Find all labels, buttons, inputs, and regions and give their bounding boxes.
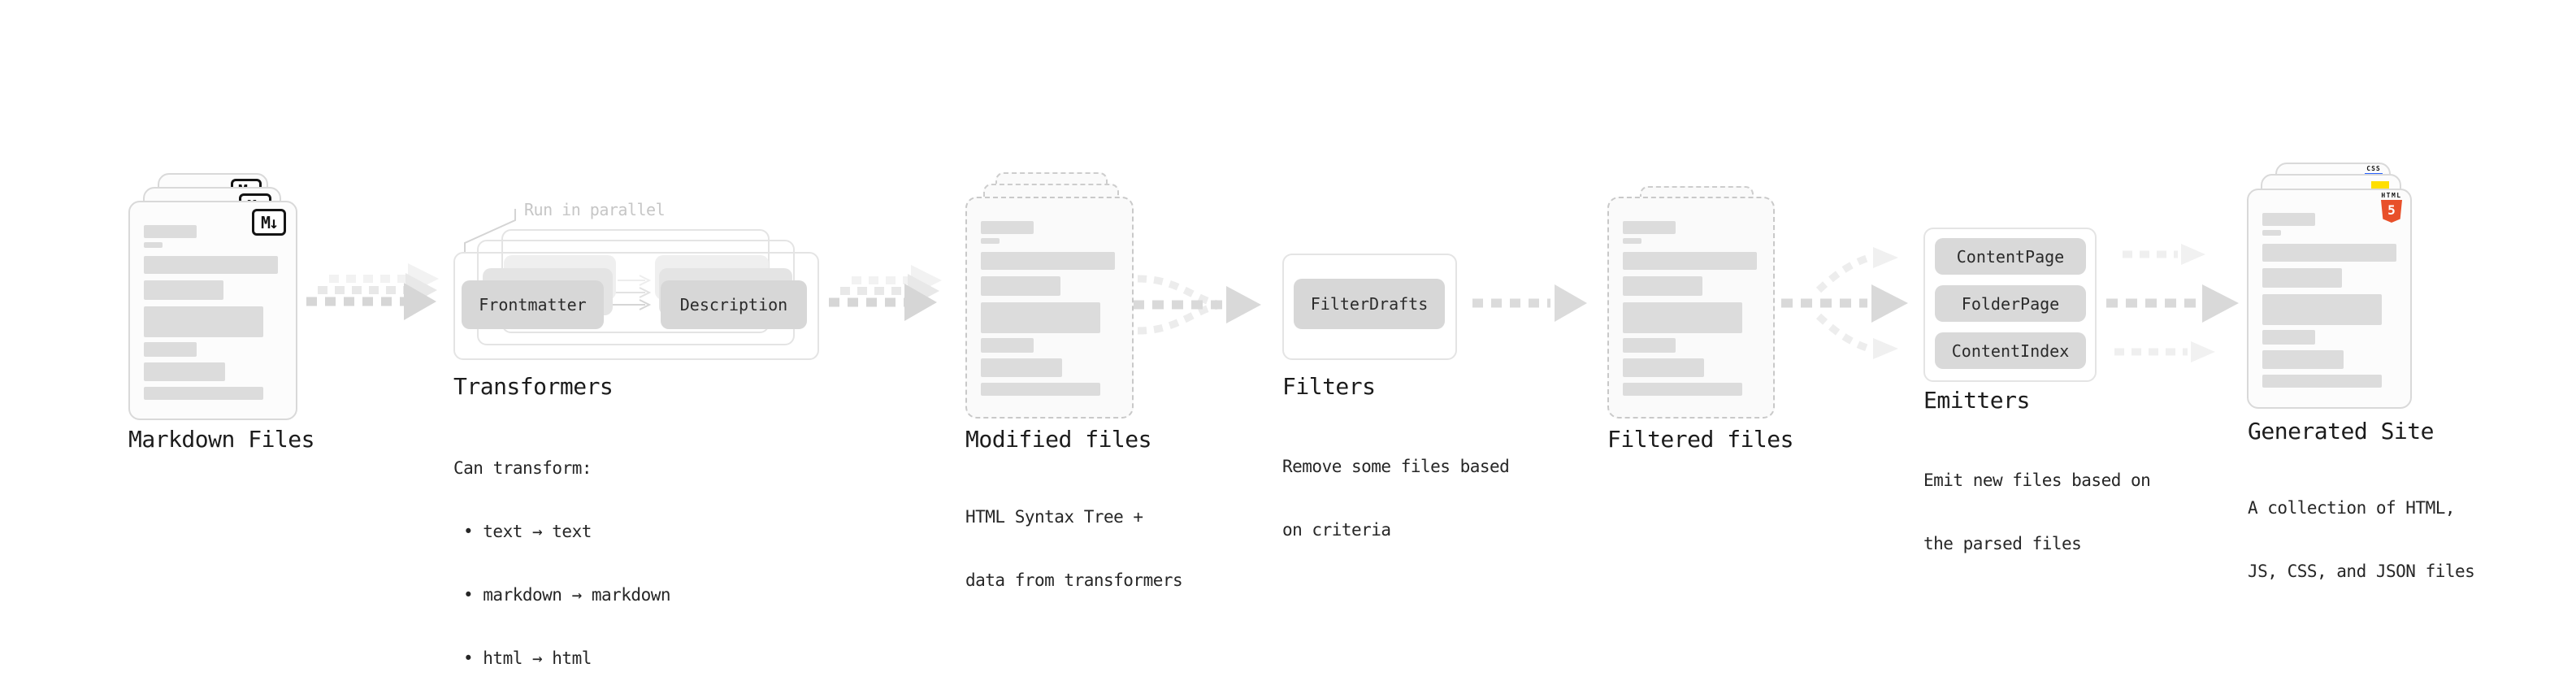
filters-description: Remove some files based on criteria: [1282, 414, 1510, 583]
desc-line: A collection of HTML,: [2248, 498, 2456, 518]
modified-files-label: Modified files: [965, 426, 1152, 453]
filters-outline: [1282, 254, 1457, 360]
doc-placeholder-bars: [1623, 198, 1773, 417]
arrow-filters-to-filtered: [1472, 284, 1587, 322]
transformers-label: Transformers: [453, 373, 614, 400]
doc-placeholder-bars: [981, 198, 1132, 417]
arrow-transformers-to-modified: [829, 265, 942, 321]
can-transform-title: Can transform:: [453, 458, 592, 478]
document-card-front: HTML 5: [2247, 189, 2412, 409]
desc-line: the parsed files: [1923, 534, 2082, 553]
arrow-emitters-to-site: [2106, 244, 2239, 362]
contentindex-box: ContentIndex: [1935, 332, 2086, 369]
run-in-parallel-callout-line: [464, 209, 516, 254]
doc-placeholder-bars: [2262, 190, 2410, 407]
desc-line: Remove some files based: [1282, 457, 1510, 476]
document-card-front: M↓: [128, 201, 297, 420]
folderpage-box: FolderPage: [1935, 285, 2086, 322]
markdown-files-label: Markdown Files: [128, 426, 315, 453]
modified-files-description: HTML Syntax Tree + data from transformer…: [965, 464, 1183, 633]
doc-placeholder-bars: [144, 202, 296, 419]
desc-line: Emit new files based on: [1923, 471, 2151, 490]
desc-line: JS, CSS, and JSON files: [2248, 562, 2475, 581]
css-icon-text: CSS: [2366, 165, 2381, 172]
arrow-markdown-to-transformers: [306, 263, 439, 320]
transformer-mini-arrows: [611, 275, 652, 310]
emitters-description: Emit new files based on the parsed files: [1923, 427, 2151, 596]
transform-bullet: • html → html: [463, 648, 592, 668]
html5-icon-number: 5: [2387, 202, 2396, 218]
generated-site-label: Generated Site: [2248, 418, 2435, 445]
filters-label: Filters: [1282, 373, 1376, 400]
contentpage-box: ContentPage: [1935, 238, 2086, 275]
transform-bullet: • markdown → markdown: [463, 585, 671, 605]
html5-icon: HTML 5: [2380, 192, 2403, 223]
document-card-front: [965, 197, 1134, 419]
transformer-outline-front: [453, 252, 819, 360]
transformers-description: Can transform: • text → text • markdown …: [453, 415, 671, 681]
emitters-outline: [1923, 228, 2097, 382]
desc-line: HTML Syntax Tree +: [965, 507, 1143, 527]
generated-site-description: A collection of HTML, JS, CSS, and JSON …: [2248, 455, 2475, 624]
emitters-label: Emitters: [1923, 387, 2030, 414]
document-card-front: [1607, 197, 1775, 419]
filterdrafts-box: FilterDrafts: [1294, 279, 1445, 329]
desc-line: data from transformers: [965, 570, 1183, 590]
filtered-files-label: Filtered files: [1607, 426, 1794, 453]
html5-icon-shield: 5: [2381, 200, 2402, 223]
arrow-filtered-to-emitters: [1781, 247, 1908, 359]
desc-line: on criteria: [1282, 520, 1391, 540]
arrow-modified-to-filters: [1133, 275, 1261, 335]
markdown-icon: M↓: [252, 209, 286, 236]
description-box: Description: [661, 280, 807, 329]
frontmatter-box: Frontmatter: [462, 280, 604, 329]
html5-icon-text: HTML: [2381, 192, 2402, 199]
run-in-parallel-label: Run in parallel: [524, 200, 666, 219]
transform-bullet: • text → text: [463, 522, 592, 541]
